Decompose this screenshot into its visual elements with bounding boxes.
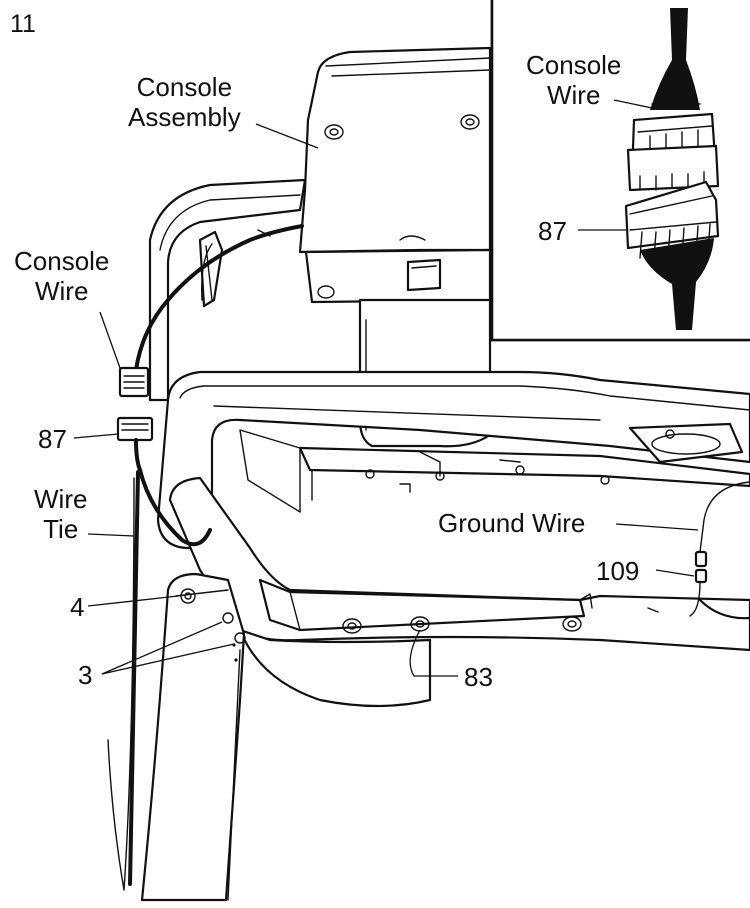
label-part-3: 3 (78, 660, 93, 690)
upright-frame-drawing (148, 178, 307, 402)
label-wire-tie: Wire Tie (34, 486, 87, 542)
leader-lines (73, 123, 699, 677)
label-ground-wire: Ground Wire (438, 508, 586, 538)
label-inset-console-wire-line2: Wire (546, 80, 601, 110)
label-part-4: 4 (70, 592, 85, 622)
handrail-frame-drawing (156, 370, 750, 550)
console-wire-drawing (107, 224, 304, 891)
ground-wire-drawing (647, 481, 750, 617)
lower-frame-drawing (168, 476, 750, 708)
label-inset-part-87: 87 (538, 216, 567, 246)
label-part-83: 83 (464, 662, 493, 692)
connector-detail-inset (490, 0, 750, 342)
label-console-wire: Console Wire (14, 248, 109, 304)
label-console-wire-line2: Wire (34, 276, 89, 306)
label-console-wire-line1: Console (14, 246, 110, 276)
label-part-109: 109 (596, 556, 640, 586)
label-part-87: 87 (38, 424, 67, 454)
step-number: 11 (10, 10, 36, 38)
label-console-assembly: Console Assembly (128, 74, 241, 130)
label-wire-tie-line2: Tie (43, 514, 79, 544)
label-inset-console-wire-line1: Console (526, 50, 622, 80)
label-console-assembly-line1: Console (136, 72, 233, 102)
label-console-assembly-line2: Assembly (128, 102, 241, 132)
label-inset-console-wire: Console Wire (526, 52, 621, 108)
label-wire-tie-line1: Wire (34, 484, 88, 514)
upright-leg-drawing (140, 572, 246, 902)
